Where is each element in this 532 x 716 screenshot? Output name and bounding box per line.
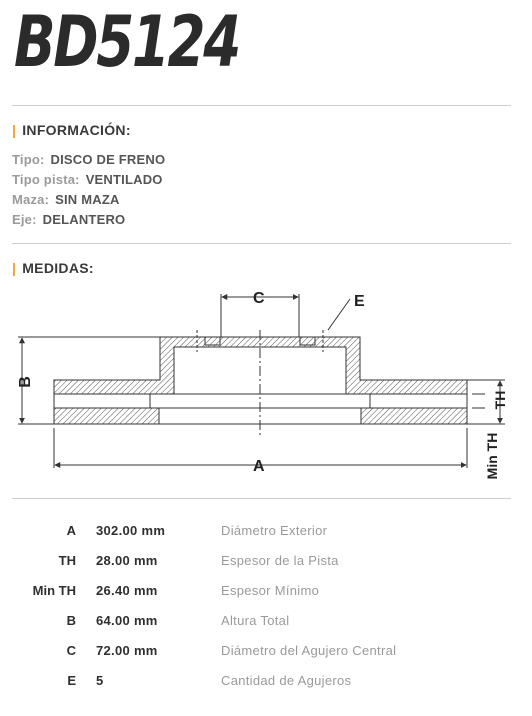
spec-value: 26.40 mm (96, 582, 158, 598)
info-row-eje: Eje: DELANTERO (12, 210, 165, 230)
spec-description: Cantidad de Agujeros (221, 672, 352, 688)
spec-value: 28.00 mm (96, 552, 158, 568)
dim-label-min-th: Min TH (484, 433, 500, 480)
spec-row: A 302.00 mm Diámetro Exterior (12, 515, 396, 545)
info-label: Eje: (12, 212, 37, 227)
dim-label-th: TH (492, 391, 508, 410)
spec-description: Diámetro del Agujero Central (221, 642, 397, 658)
info-heading-label: INFORMACIÓN: (22, 122, 131, 138)
dim-label-b: B (17, 376, 34, 388)
hat-bump-right (299, 336, 316, 346)
info-row-maza: Maza: SIN MAZA (12, 190, 165, 210)
spec-code: A (66, 522, 76, 538)
spec-description: Espesor Mínimo (221, 582, 320, 598)
info-value: VENTILADO (85, 172, 163, 187)
spec-code: TH (58, 552, 76, 568)
info-value: SIN MAZA (55, 192, 120, 207)
measures-heading-label: MEDIDAS: (22, 260, 94, 276)
brake-disc-diagram: C E A B TH Min TH (17, 290, 508, 480)
spec-code: C (66, 642, 76, 658)
divider (12, 243, 511, 244)
spec-value: 64.00 mm (96, 612, 158, 628)
spec-value: 302.00 mm (96, 522, 166, 538)
disc-hat-outline (53, 336, 468, 395)
spec-description: Altura Total (221, 612, 290, 628)
info-heading: | INFORMACIÓN: (12, 122, 131, 138)
spec-description: Espesor de la Pista (221, 552, 339, 568)
disc-section (53, 336, 468, 425)
spec-row: E 5 Cantidad de Agujeros (12, 665, 396, 695)
accent-bar-icon: | (12, 122, 17, 138)
spec-row: C 72.00 mm Diámetro del Agujero Central (12, 635, 396, 665)
info-row-tipo-pista: Tipo pista: VENTILADO (12, 170, 165, 190)
info-label: Tipo pista: (12, 172, 80, 187)
dim-label-c: C (253, 290, 265, 307)
spec-description: Diámetro Exterior (221, 522, 328, 538)
spec-row: Min TH 26.40 mm Espesor Mínimo (12, 575, 396, 605)
leader-e (327, 298, 351, 331)
product-code-title: BD5124 (14, 1, 241, 83)
divider (12, 105, 511, 106)
spec-code: Min TH (32, 582, 76, 598)
info-row-tipo: Tipo: DISCO DE FRENO (12, 150, 165, 170)
info-value: DELANTERO (42, 212, 126, 227)
spec-row: B 64.00 mm Altura Total (12, 605, 396, 635)
hat-bump-left (204, 336, 221, 346)
dim-label-e: E (354, 293, 365, 310)
accent-bar-icon: | (12, 260, 17, 276)
specs-table: A 302.00 mm Diámetro Exterior TH 28.00 m… (12, 515, 396, 695)
info-value: DISCO DE FRENO (50, 152, 166, 167)
measures-heading: | MEDIDAS: (12, 260, 94, 276)
spec-value: 5 (96, 672, 104, 688)
divider (12, 498, 511, 499)
disc-lower-plate-right (360, 407, 468, 425)
spec-value: 72.00 mm (96, 642, 158, 658)
spec-code: B (66, 612, 76, 628)
info-list: Tipo: DISCO DE FRENO Tipo pista: VENTILADO… (12, 150, 165, 230)
disc-lower-plate-left (53, 407, 160, 425)
spec-code: E (67, 672, 76, 688)
dim-label-a: A (253, 458, 265, 475)
info-label: Maza: (12, 192, 50, 207)
spec-row: TH 28.00 mm Espesor de la Pista (12, 545, 396, 575)
info-label: Tipo: (12, 152, 45, 167)
